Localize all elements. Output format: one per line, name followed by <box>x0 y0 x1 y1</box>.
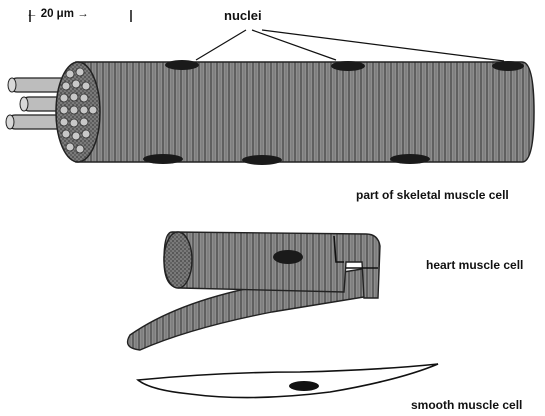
nucleus <box>390 154 430 164</box>
nucleus <box>331 61 365 71</box>
nuclei-label: nuclei <box>224 8 262 23</box>
skeletal-muscle-label: part of skeletal muscle cell <box>356 188 509 202</box>
heart-muscle-label: heart muscle cell <box>426 258 523 272</box>
nucleus <box>242 155 282 165</box>
nucleus <box>143 154 183 164</box>
skeletal-muscle-cell <box>6 30 534 165</box>
smooth-muscle-label: smooth muscle cell <box>411 398 522 412</box>
smooth-muscle-cell <box>138 364 438 398</box>
skeletal-fiber-body <box>76 62 534 162</box>
heart-end-face <box>164 232 192 288</box>
nuclei-pointer-lines <box>196 30 504 61</box>
scale-bar-label: ← 20 μm → <box>26 8 89 20</box>
nucleus <box>165 60 199 70</box>
nucleus <box>273 250 303 264</box>
smooth-cell-body <box>138 364 438 398</box>
nucleus <box>492 61 524 71</box>
heart-muscle-cell <box>128 232 380 350</box>
nucleus <box>289 381 319 391</box>
